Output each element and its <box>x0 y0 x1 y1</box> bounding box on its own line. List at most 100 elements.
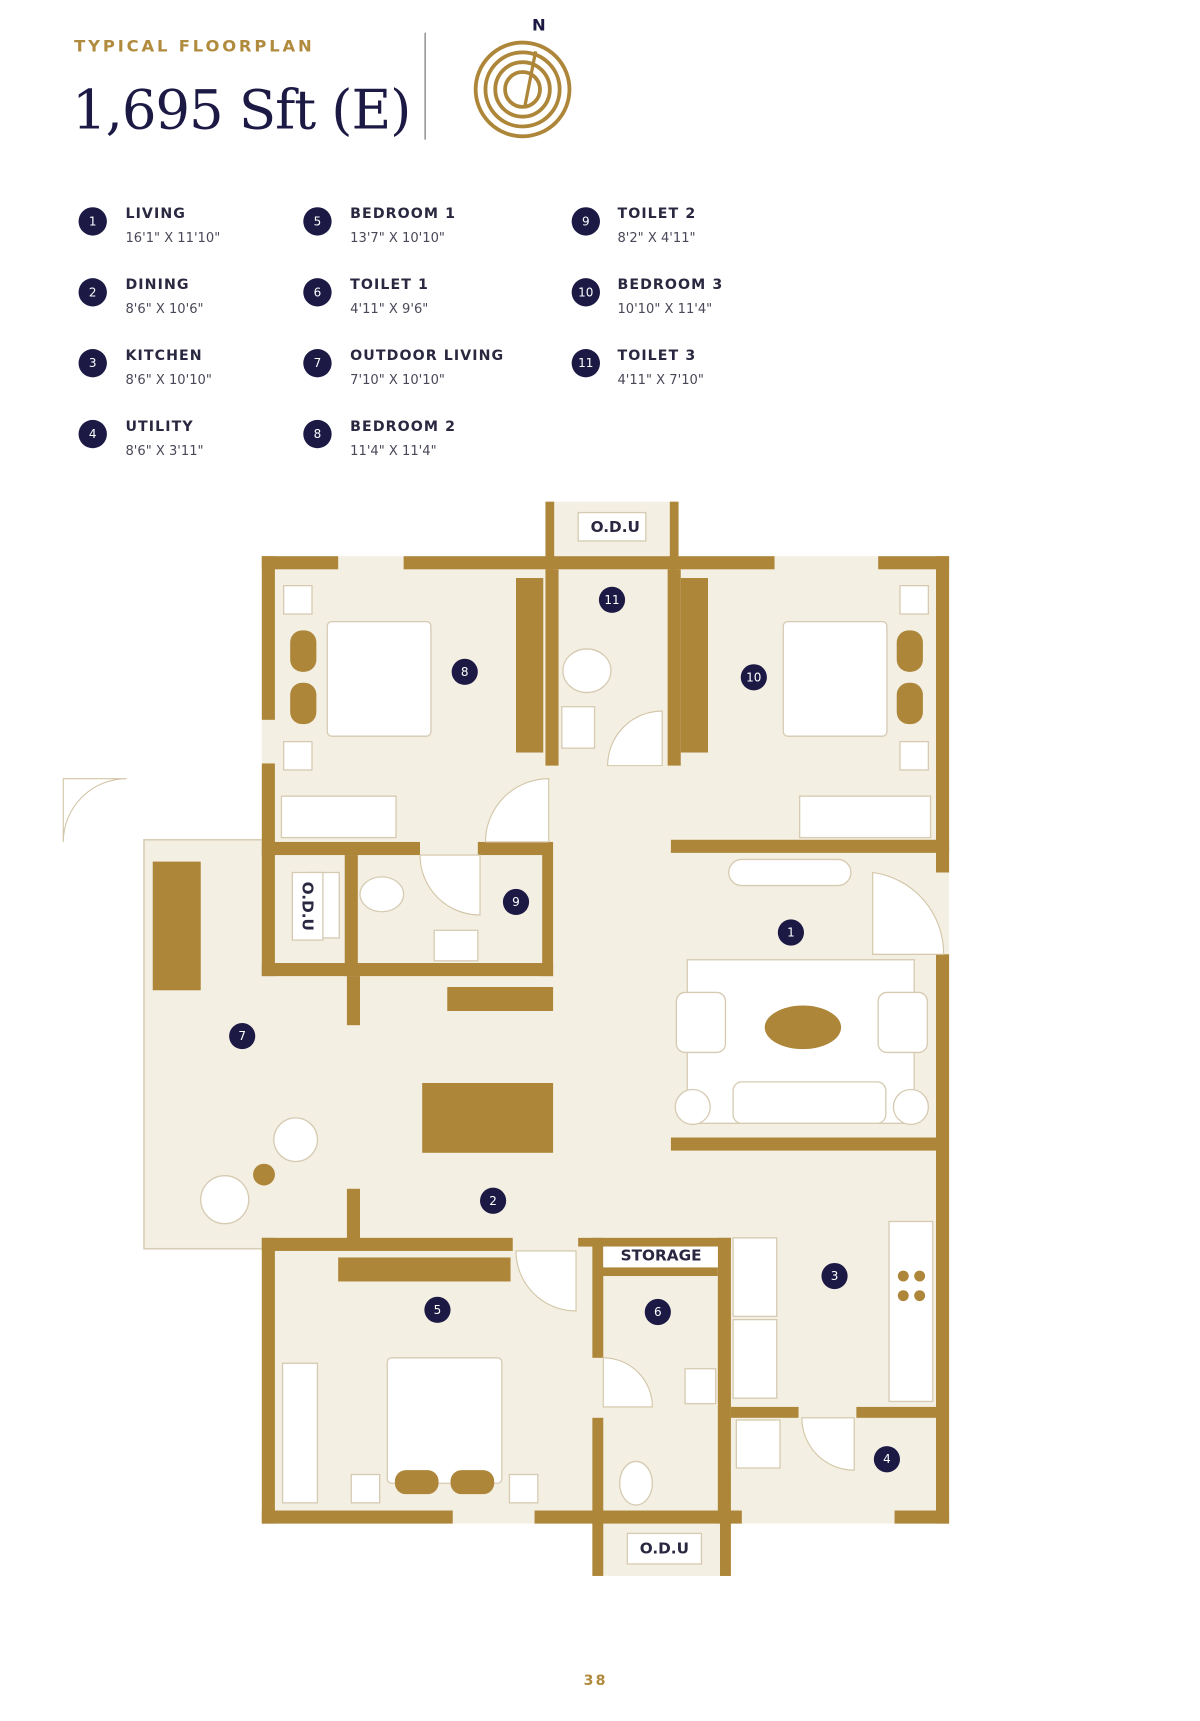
odu-bottom-label: O.D.U <box>640 1540 689 1558</box>
legend-number: 11 <box>578 356 593 370</box>
legend-room-dimensions: 11'4" X 11'4" <box>350 444 436 459</box>
room-marker <box>451 658 478 685</box>
coffee-table <box>764 1005 842 1050</box>
legend-number-badge <box>78 419 107 449</box>
legend-room-name: TOILET 3 <box>617 348 696 364</box>
north-compass-icon <box>473 40 572 139</box>
legend-number-badge <box>303 419 332 449</box>
legend-number: 7 <box>314 356 322 370</box>
bed-bedroom-3 <box>782 620 888 737</box>
storage-box <box>603 1246 718 1268</box>
odu-left-label: O.D.U <box>299 882 317 931</box>
legend-item: 8 BEDROOM 2 11'4" X 11'4" <box>303 419 456 459</box>
bed-bedroom-1 <box>386 1357 503 1484</box>
legend-room-dimensions: 13'7" X 10'10" <box>350 231 445 246</box>
sofa <box>732 1081 887 1124</box>
room-marker-number: 6 <box>654 1305 662 1319</box>
washing-machine <box>735 1419 781 1469</box>
wardrobe-bedroom-3 <box>798 795 932 839</box>
legend-number: 9 <box>582 214 590 228</box>
eyebrow-label: TYPICAL FLOORPLAN <box>74 36 314 55</box>
room-marker-number: 4 <box>883 1452 891 1466</box>
room-marker <box>229 1023 256 1050</box>
legend-room-dimensions: 16'1" X 11'10" <box>125 231 220 246</box>
room-marker <box>777 919 804 946</box>
legend-room-dimensions: 8'6" X 10'10" <box>125 373 211 388</box>
legend-number-badge <box>78 207 107 236</box>
header-divider <box>424 32 426 140</box>
room-marker-number: 3 <box>831 1269 839 1283</box>
legend-room-name: TOILET 1 <box>350 277 429 293</box>
room-marker-number: 5 <box>434 1303 442 1317</box>
compass-north-label: N <box>532 16 546 35</box>
room-marker <box>821 1262 848 1290</box>
legend-room-name: TOILET 2 <box>617 206 696 222</box>
legend-item: 3 KITCHEN 8'6" X 10'10" <box>78 348 212 388</box>
legend-item: 5 BEDROOM 1 13'7" X 10'10" <box>303 206 456 246</box>
room-marker-number: 2 <box>489 1194 497 1208</box>
tv-console <box>728 858 852 887</box>
legend-number-badge <box>571 348 600 378</box>
room-marker-number: 9 <box>512 895 520 909</box>
legend-item: 7 OUTDOOR LIVING 7'10" X 10'10" <box>303 348 504 388</box>
room-marker-number: 7 <box>238 1029 246 1043</box>
legend-number-badge <box>303 207 332 236</box>
legend-room-dimensions: 8'6" X 3'11" <box>125 444 203 459</box>
odu-top-label: O.D.U <box>591 518 640 536</box>
room-marker-number: 8 <box>461 665 469 679</box>
legend-room-name: BEDROOM 1 <box>350 206 456 222</box>
legend-number-badge <box>571 278 600 307</box>
odu-bottom-box <box>626 1532 703 1565</box>
room-marker-number: 11 <box>604 593 619 607</box>
legend-room-name: LIVING <box>125 206 186 222</box>
legend-room-name: KITCHEN <box>125 348 202 364</box>
kitchen-counter <box>888 1220 934 1403</box>
wardrobe-bedroom-2 <box>280 795 397 839</box>
legend-number: 5 <box>314 214 322 228</box>
planter <box>152 861 201 991</box>
legend-number-badge <box>571 207 600 236</box>
legend-room-name: UTILITY <box>125 419 193 435</box>
room-marker <box>424 1296 451 1323</box>
room-marker-number: 1 <box>787 925 795 939</box>
wardrobe-unit <box>516 578 544 753</box>
legend-room-name: BEDROOM 3 <box>617 277 723 293</box>
legend-room-name: DINING <box>125 277 189 293</box>
odu-top-box <box>577 511 647 542</box>
legend-room-name: OUTDOOR LIVING <box>350 348 504 364</box>
room-marker <box>873 1446 900 1473</box>
dining-table <box>422 1082 554 1153</box>
legend-room-dimensions: 7'10" X 10'10" <box>350 373 445 388</box>
toilet-wc <box>562 648 612 694</box>
legend-number-badge <box>78 348 107 378</box>
legend-room-dimensions: 10'10" X 11'4" <box>617 302 712 317</box>
legend-item: 10 BEDROOM 3 10'10" X 11'4" <box>571 277 723 317</box>
bed-bedroom-2 <box>326 620 432 737</box>
room-marker <box>502 888 530 916</box>
legend-item: 1 LIVING 16'1" X 11'10" <box>78 206 220 246</box>
legend-number: 3 <box>89 356 97 370</box>
legend-number: 2 <box>89 285 97 299</box>
door-swings <box>62 710 945 1471</box>
room-marker <box>480 1187 507 1214</box>
legend-number: 8 <box>314 427 322 441</box>
room-marker <box>644 1298 671 1326</box>
page-number: 38 <box>584 1673 608 1689</box>
legend-number-badge <box>303 278 332 307</box>
legend-number-badge <box>303 348 332 378</box>
legend-room-name: BEDROOM 2 <box>350 419 456 435</box>
legend-number: 1 <box>89 214 97 228</box>
wardrobe-bedroom-1 <box>338 1257 511 1282</box>
page-title: 1,695 Sft (E) <box>72 78 410 142</box>
legend-number: 10 <box>578 285 593 299</box>
legend-item: 11 TOILET 3 4'11" X 7'10" <box>571 348 704 388</box>
legend-room-dimensions: 4'11" X 7'10" <box>617 373 703 388</box>
legend-number: 6 <box>314 285 322 299</box>
legend-number-badge <box>78 278 107 307</box>
